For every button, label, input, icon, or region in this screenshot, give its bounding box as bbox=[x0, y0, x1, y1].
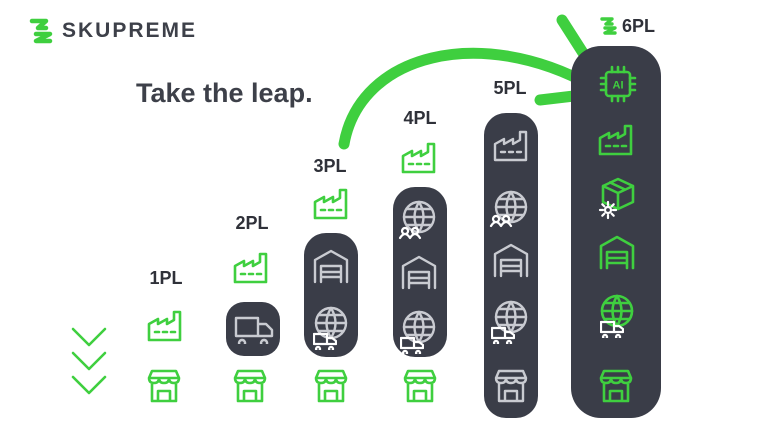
warehouse-icon bbox=[400, 254, 438, 290]
skupreme-mini-logo-icon bbox=[600, 17, 617, 35]
store-icon bbox=[232, 368, 268, 404]
warehouse-icon bbox=[598, 234, 636, 270]
level-label-5pl: 5PL bbox=[493, 78, 527, 98]
ai-chip-icon: AI bbox=[598, 64, 638, 104]
factory-icon bbox=[400, 140, 438, 174]
truck-icon bbox=[313, 332, 337, 350]
store-icon bbox=[493, 368, 529, 404]
people-icon bbox=[489, 210, 513, 230]
store-icon bbox=[402, 368, 438, 404]
store-icon bbox=[313, 368, 349, 404]
globe-icon bbox=[492, 188, 530, 226]
factory-icon bbox=[312, 186, 350, 220]
level-label-2pl: 2PL bbox=[235, 213, 269, 233]
tagline: Take the leap. bbox=[136, 78, 313, 108]
truck-icon bbox=[234, 314, 274, 344]
level-6pl-card bbox=[571, 46, 661, 418]
store-icon bbox=[146, 368, 182, 404]
warehouse-icon bbox=[312, 248, 350, 284]
factory-icon bbox=[232, 250, 270, 284]
truck-icon bbox=[600, 320, 624, 338]
gear-icon bbox=[598, 200, 618, 220]
level-label-6pl: 6PL bbox=[600, 16, 660, 37]
truck-icon bbox=[491, 326, 515, 344]
brand-logo: SKUPREME bbox=[28, 18, 197, 44]
level-label-1pl: 1PL bbox=[149, 268, 183, 288]
brand-name: SKUPREME bbox=[62, 19, 198, 42]
people-icon bbox=[398, 222, 422, 242]
level-label-4pl: 4PL bbox=[403, 108, 437, 128]
ai-chip-label: AI bbox=[613, 80, 624, 92]
factory-icon bbox=[146, 308, 184, 342]
store-icon bbox=[598, 368, 634, 404]
box-icon bbox=[600, 176, 636, 212]
truck-icon bbox=[400, 336, 424, 354]
factory-icon bbox=[492, 128, 530, 162]
skupreme-logo-icon bbox=[29, 18, 53, 44]
factory-icon bbox=[597, 122, 635, 156]
level-label-6pl-text: 6PL bbox=[622, 16, 656, 36]
level-label-3pl: 3PL bbox=[313, 156, 347, 176]
warehouse-icon bbox=[492, 242, 530, 278]
chevron-down-icon bbox=[71, 327, 107, 395]
